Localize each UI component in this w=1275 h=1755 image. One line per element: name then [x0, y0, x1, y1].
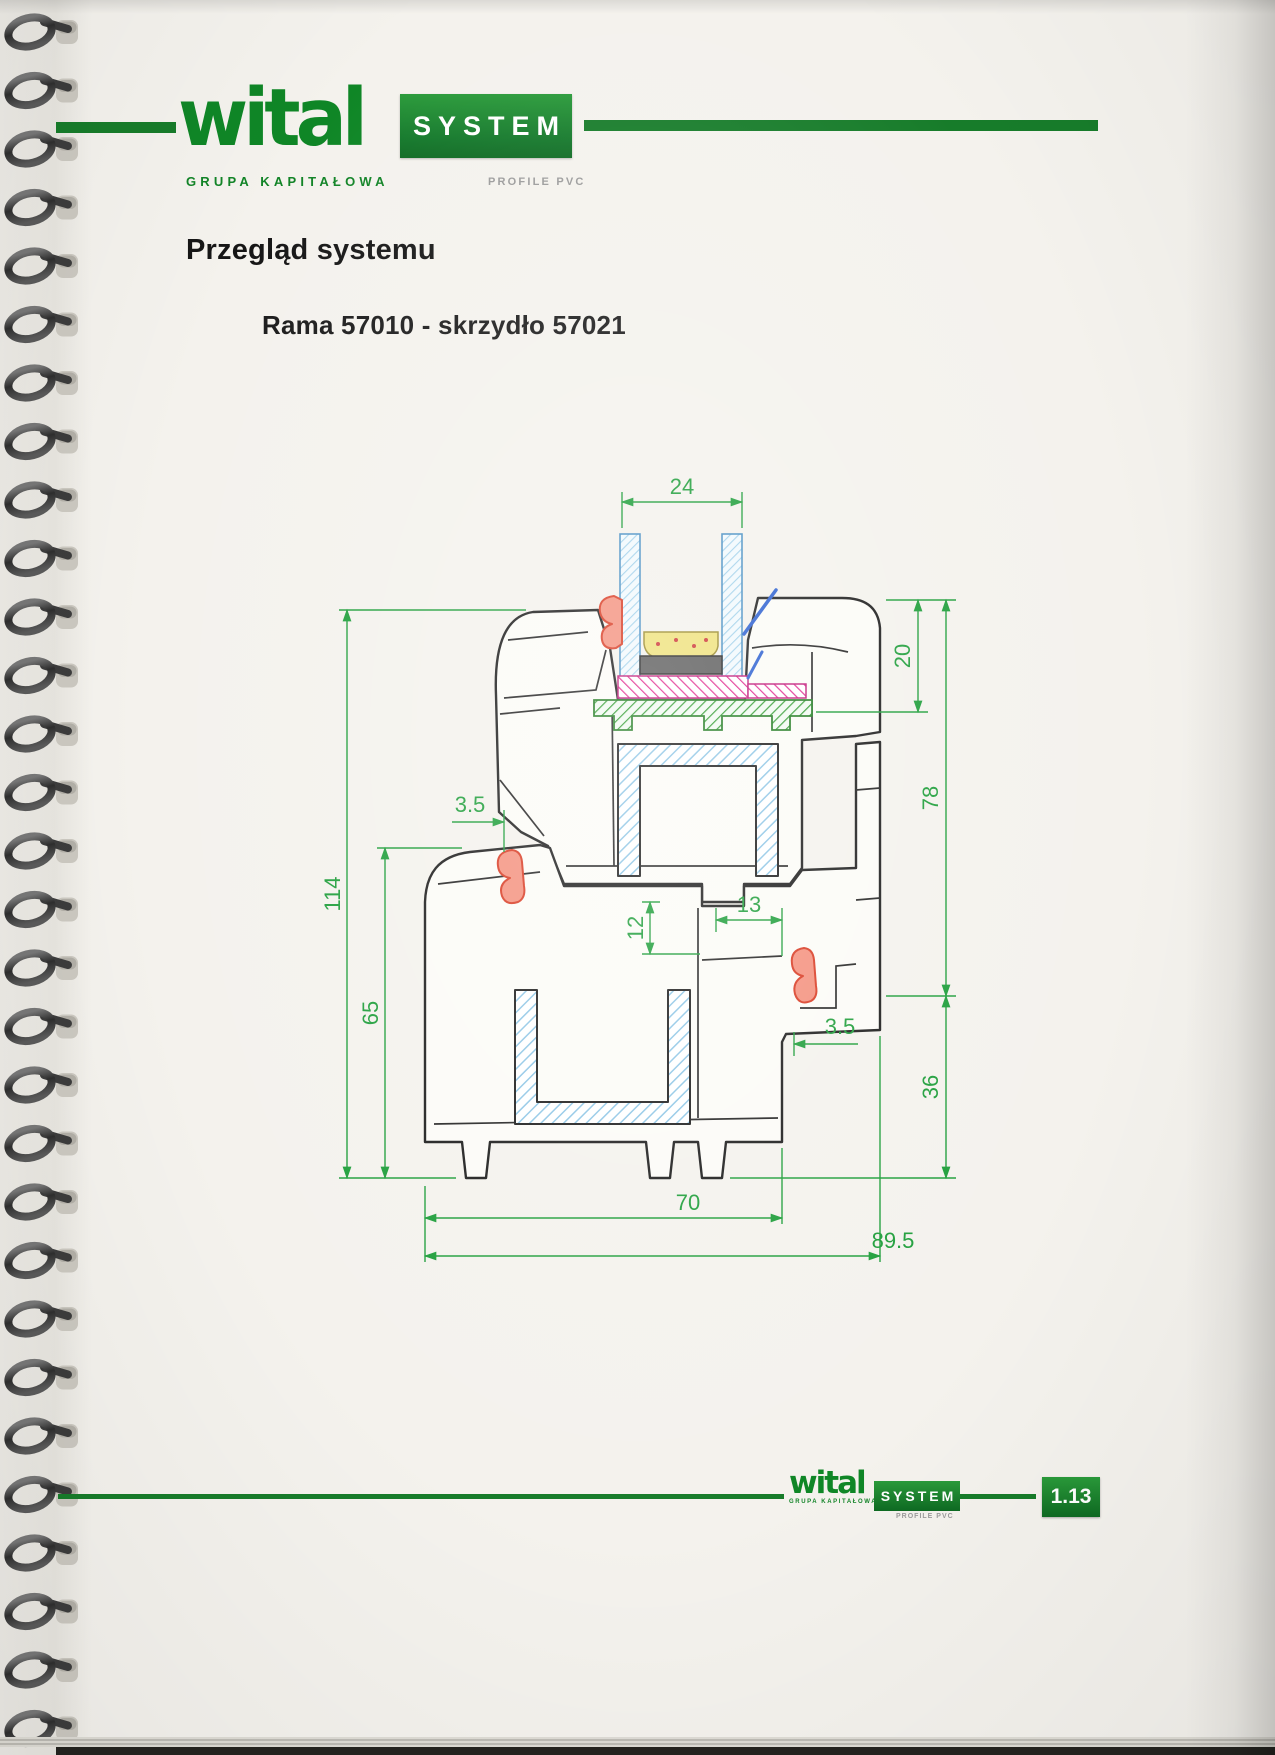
header-rule-left	[56, 122, 176, 133]
profile-designation: Rama 57010 - skrzydło 57021	[262, 310, 626, 340]
sash-steel-channel	[617, 743, 779, 877]
dim-label-total-height: 114	[320, 876, 345, 911]
glazing-packers	[593, 675, 813, 731]
dim-label-frame-lower-height: 36	[918, 1075, 943, 1099]
system-badge: SYSTEM	[400, 94, 572, 158]
dim-label-gasket-right: 3.5	[825, 1014, 856, 1039]
steel-reinforcements	[514, 743, 779, 1125]
dim-label-frame-width: 70	[676, 1190, 700, 1215]
dim-total-width: 89.5	[423, 1036, 915, 1262]
dim-label-frame-height-left: 65	[358, 1001, 383, 1025]
dimensions: 24 20 78 36 114 65	[320, 474, 956, 1262]
dim-label-gasket-left: 3.5	[455, 792, 486, 817]
dim-total-height: 114	[320, 608, 526, 1180]
footer-system-badge: SYSTEM	[874, 1481, 960, 1511]
footer-wital-text: wital	[789, 1465, 867, 1501]
dim-label-sash-height: 78	[918, 786, 943, 810]
glazing-bridge-green	[593, 699, 813, 731]
dim-label-glazing-rebate: 20	[890, 644, 915, 668]
sealant-speckles	[656, 638, 708, 648]
dim-overlap-horizontal: 13	[714, 892, 784, 956]
glazing-sealant	[643, 631, 719, 659]
wital-logo-subtext: GRUPA KAPITAŁOWA	[186, 174, 389, 189]
dim-label-glazing-width: 24	[670, 474, 694, 499]
setting-block-magenta-right	[747, 683, 807, 699]
setting-block-magenta	[617, 675, 749, 699]
dim-label-gap-vertical: 12	[623, 916, 648, 940]
dim-frame-width: 70	[423, 1148, 784, 1262]
profile-section-svg: 24 20 78 36 114 65	[320, 474, 956, 1262]
dim-gasket-right: 3.5	[792, 1014, 858, 1056]
page-title: Przegląd systemu	[186, 234, 436, 266]
page-stack-edge	[0, 1737, 1275, 1747]
header-rule-right	[584, 120, 1098, 131]
page-right-shadow	[1185, 0, 1275, 1755]
glass-pane-inner	[721, 533, 743, 687]
spiral-binding	[0, 0, 92, 1755]
page-number-badge: 1.13	[1042, 1477, 1100, 1517]
spiral-coils	[0, 0, 92, 1755]
footer-wital-logo: wital GRUPA KAPITAŁOWA	[784, 1465, 883, 1505]
cross-section-drawing: 24 20 78 36 114 65	[300, 460, 990, 1290]
rebate-gasket-left	[496, 849, 526, 905]
rebate-gasket-right	[790, 947, 818, 1004]
dim-gap-vertical: 12	[623, 900, 700, 956]
gaskets	[496, 595, 818, 1004]
dim-frame-height-left: 65	[358, 846, 462, 1180]
profile-pvc-label: PROFILE PVC	[488, 176, 586, 188]
system-badge-label: SYSTEM	[412, 110, 567, 141]
wital-logo: wital	[178, 71, 368, 164]
dim-gasket-left: 3.5	[452, 792, 506, 852]
frame-profile-57010	[423, 740, 882, 1180]
page-top-shadow	[0, 0, 1275, 14]
dim-frame-lower-height: 36	[730, 994, 956, 1180]
pen-marks	[742, 588, 778, 680]
scan-bottom-edge	[56, 1747, 1275, 1755]
footer-rule	[58, 1494, 1036, 1499]
footer-system-label: SYSTEM	[880, 1488, 957, 1504]
footer-profile-pvc-label: PROFILE PVC	[896, 1513, 954, 1520]
dim-label-total-width: 89.5	[872, 1228, 915, 1253]
glazing-unit	[619, 533, 743, 699]
dim-glazing-rebate: 20	[816, 598, 956, 714]
frame-steel-channel	[514, 989, 691, 1125]
dim-glazing-width: 24	[620, 474, 744, 528]
glazing-gasket	[598, 595, 623, 650]
footer-wital-subtext: GRUPA KAPITAŁOWA	[789, 1499, 878, 1505]
page-number: 1.13	[1050, 1485, 1092, 1508]
glazing-spacer-bar	[639, 655, 723, 675]
dim-label-overlap-horizontal: 13	[737, 892, 761, 917]
